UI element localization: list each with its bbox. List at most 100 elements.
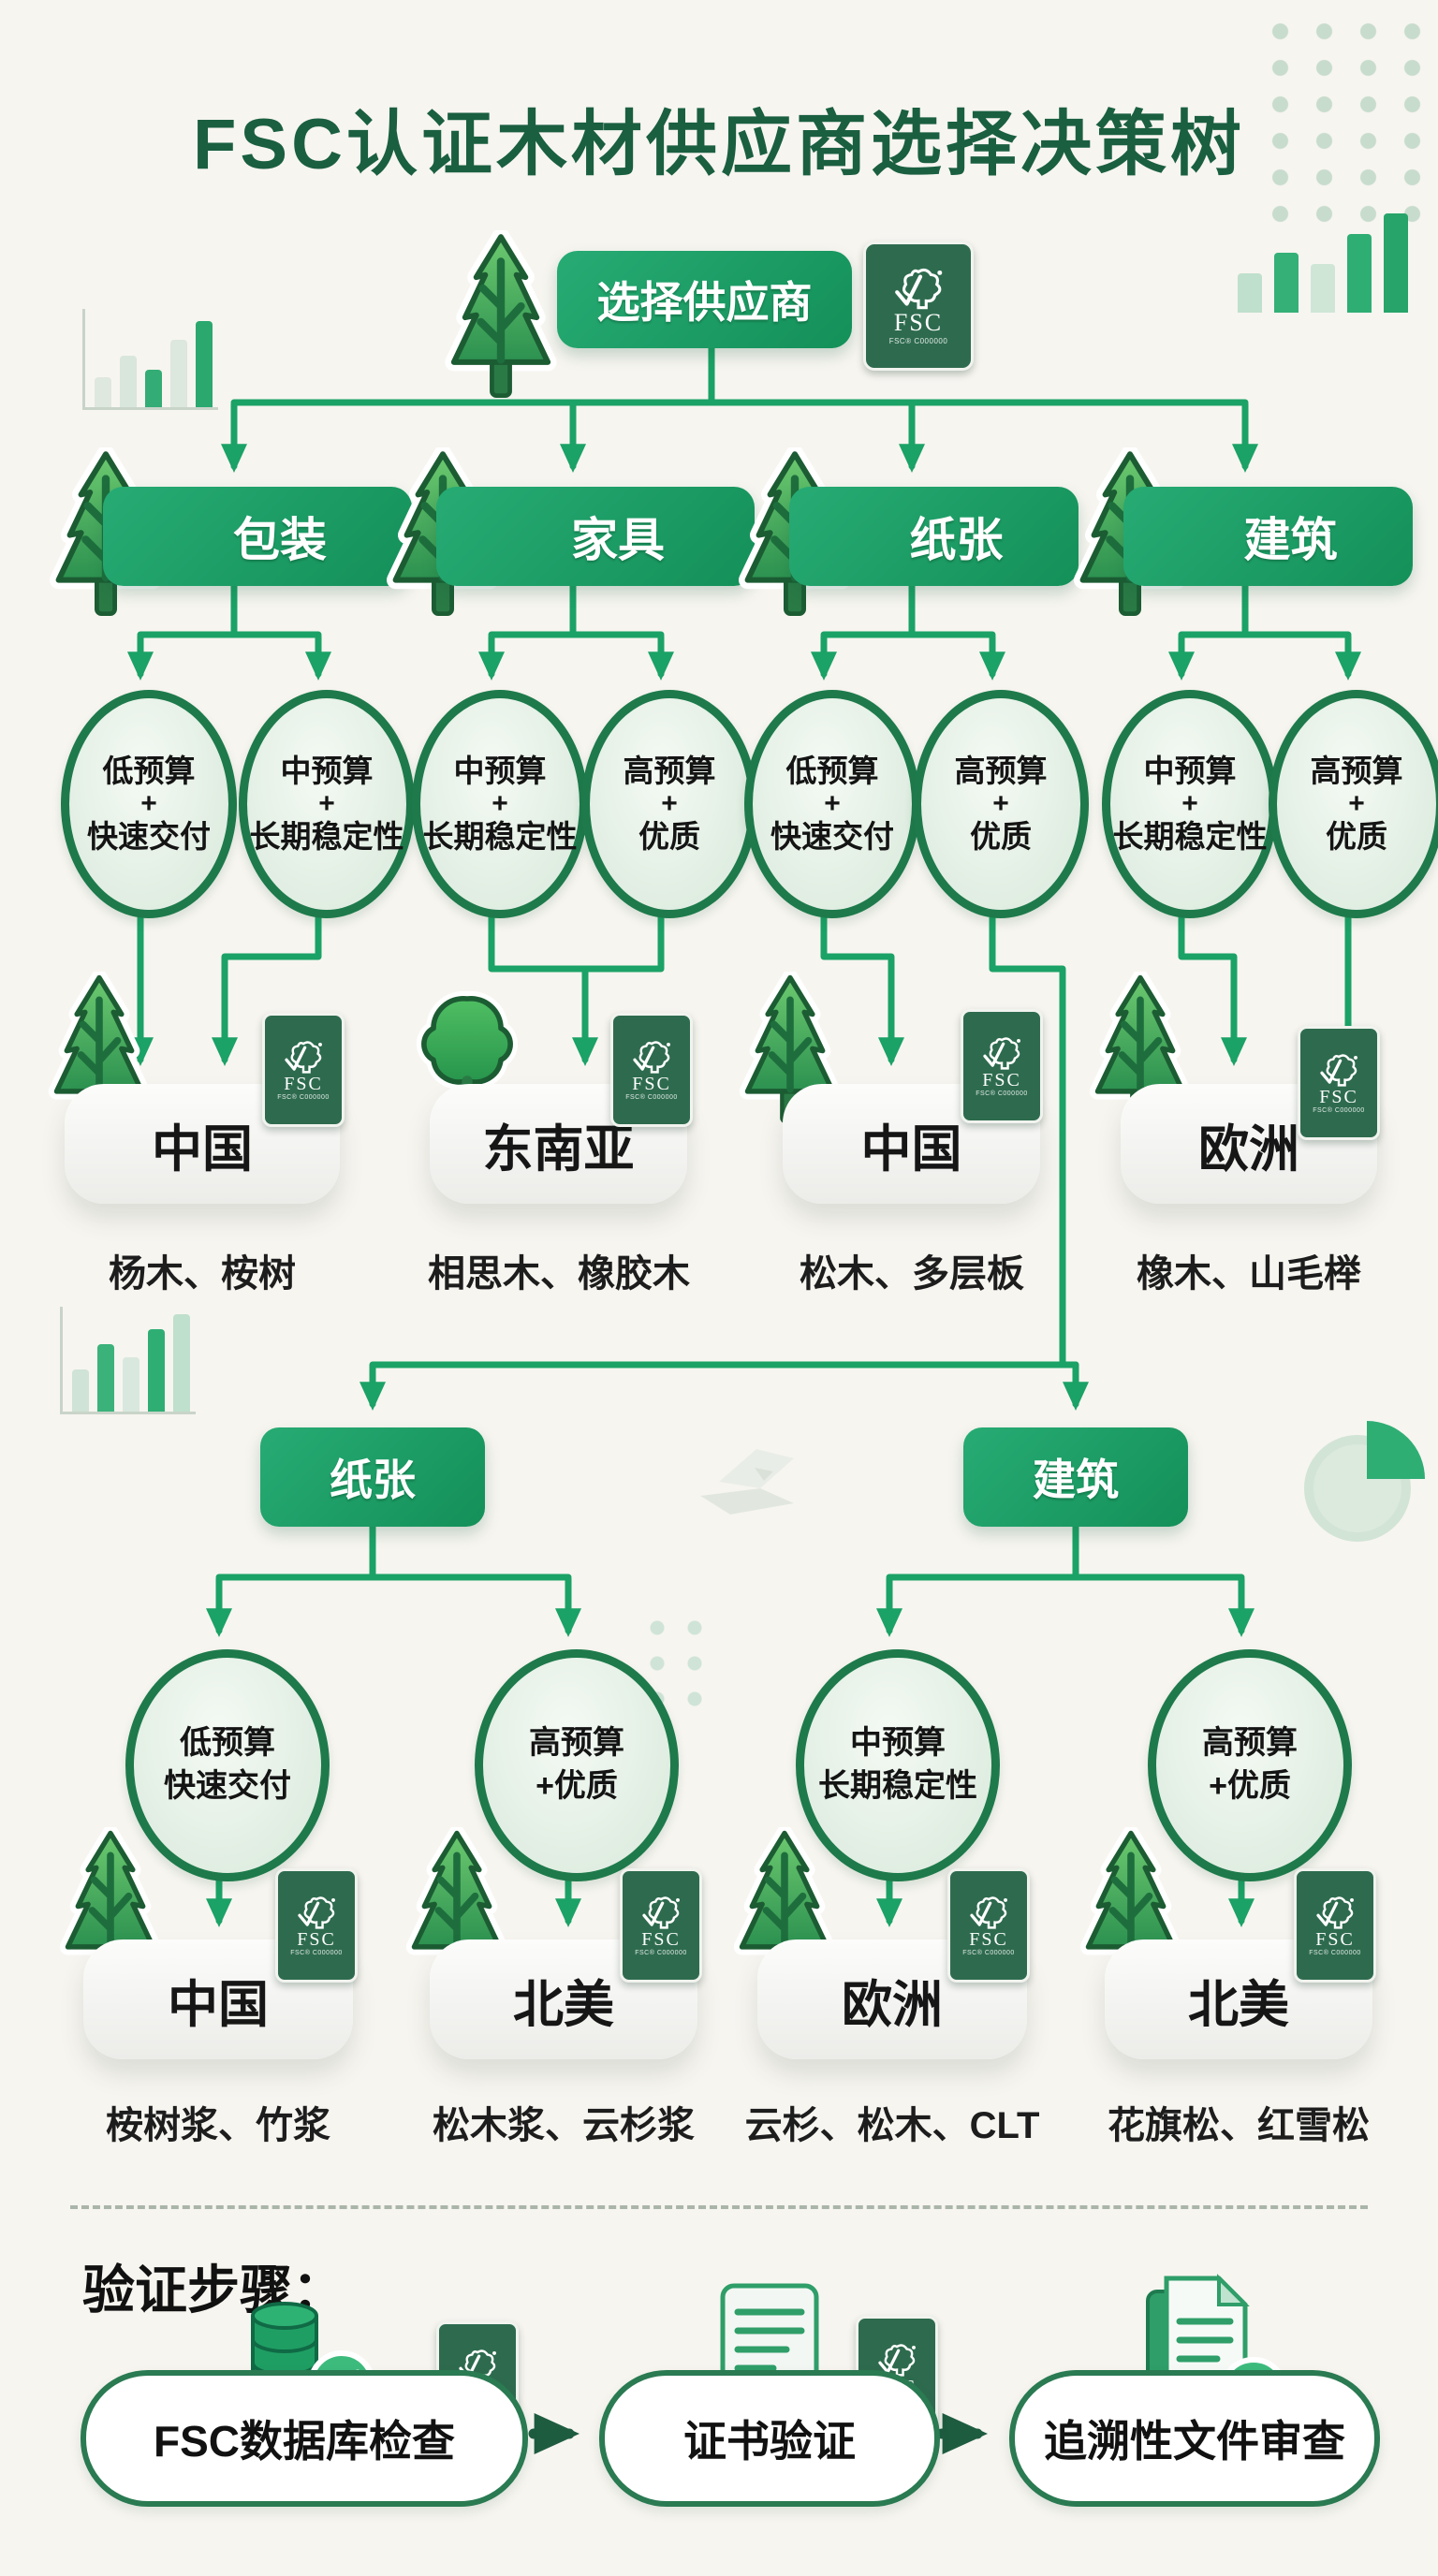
fsc-brand: FSC (632, 1073, 671, 1094)
species-label: 松木浆、云杉浆 (433, 2105, 695, 2146)
stage2-category-construction: 建筑 (963, 1427, 1188, 1527)
fsc-badge: FSC FSC® C000000 (610, 1013, 693, 1127)
fsc-brand: FSC (1315, 1928, 1355, 1950)
species-label: 橡木、山毛榉 (1137, 1253, 1361, 1295)
criteria-circle: 中预算 + 长期稳定性 (239, 690, 415, 918)
step-label: 证书验证 (683, 2417, 856, 2466)
criteria-line: 长期稳定性 (1112, 819, 1268, 854)
criteria-circle: 高预算 +优质 (1148, 1649, 1352, 1881)
species-label: 杨木、桉树 (109, 1253, 296, 1295)
step-label: 追溯性文件审查 (1044, 2417, 1345, 2466)
fsc-logo-icon (1313, 1895, 1357, 1929)
fsc-license: FSC® C000000 (976, 1090, 1028, 1097)
category-label: 家具 (571, 514, 665, 566)
fsc-badge: FSC FSC® C000000 (961, 1009, 1043, 1123)
fsc-logo-icon (967, 1895, 1010, 1929)
criteria-line: +优质 (536, 1768, 618, 1804)
criteria-plus: + (1348, 788, 1365, 819)
fsc-brand: FSC (297, 1928, 336, 1950)
deco-pie-chart (1304, 1421, 1425, 1542)
region-label: 东南亚 (482, 1120, 635, 1178)
criteria-line: 高预算 (1202, 1725, 1298, 1762)
criteria-line: 快速交付 (87, 819, 211, 854)
result-box: 中国 (783, 1084, 1040, 1204)
fsc-badge: FSC FSC® C000000 (1298, 1026, 1380, 1140)
category-label: 纸张 (909, 514, 1004, 566)
fsc-badge: FSC FSC® C000000 (262, 1013, 345, 1127)
criteria-line: 长期稳定性 (422, 819, 578, 854)
deco-bar-chart (1238, 208, 1408, 313)
category-label: 建筑 (1033, 1456, 1119, 1504)
species-label: 相思木、橡胶木 (428, 1253, 690, 1295)
fsc-badge: FSC FSC® C000000 (863, 242, 974, 371)
species-label: 桉树浆、竹浆 (106, 2105, 330, 2146)
fsc-license: FSC® C000000 (888, 336, 948, 345)
criteria-line: 高预算 (954, 753, 1048, 788)
fsc-badge: FSC FSC® C000000 (620, 1868, 702, 1983)
category-label: 包装 (233, 514, 327, 566)
criteria-line: 快速交付 (164, 1768, 291, 1804)
category-box-packaging: 包装 (103, 487, 412, 586)
stage2-category-paper: 纸张 (260, 1427, 485, 1527)
criteria-line: 优质 (638, 819, 700, 854)
divider-dashed (70, 2205, 1368, 2209)
fsc-brand: FSC (893, 309, 944, 337)
criteria-line: 高预算 (529, 1725, 624, 1762)
region-label: 中国 (152, 1120, 253, 1178)
deco-bar-chart (60, 1307, 196, 1414)
result-box: 北美 (430, 1939, 697, 2059)
criteria-circle: 高预算 + 优质 (913, 690, 1089, 918)
fsc-brand: FSC (284, 1073, 323, 1094)
fsc-brand: FSC (982, 1069, 1021, 1090)
species-label: 云杉、松木、CLT (744, 2105, 1040, 2146)
fsc-badge: FSC FSC® C000000 (1294, 1868, 1376, 1983)
fsc-license: FSC® C000000 (625, 1093, 678, 1101)
category-box-furniture: 家具 (436, 487, 755, 586)
deco-bar-chart (82, 309, 218, 410)
page-title: FSC认证木材供应商选择决策树 (193, 105, 1245, 184)
fsc-license: FSC® C000000 (1313, 1106, 1365, 1114)
category-label: 建筑 (1243, 514, 1338, 566)
criteria-circle: 中预算 长期稳定性 (796, 1649, 1000, 1881)
fsc-logo-icon (639, 1895, 682, 1929)
criteria-circle: 中预算 + 长期稳定性 (412, 690, 588, 918)
criteria-line: 长期稳定性 (818, 1768, 977, 1804)
criteria-plus: + (140, 788, 157, 819)
root-node: 选择供应商 (557, 251, 852, 348)
fsc-logo-icon (891, 267, 946, 310)
root-tree-icon (440, 230, 562, 403)
criteria-circle: 低预算 + 快速交付 (61, 690, 237, 918)
criteria-line: 低预算 (180, 1725, 275, 1762)
category-box-construction: 建筑 (1123, 487, 1413, 586)
criteria-line: +优质 (1209, 1768, 1291, 1804)
criteria-line: 优质 (970, 819, 1032, 854)
fsc-logo-icon (1317, 1053, 1360, 1087)
fsc-logo-icon (980, 1036, 1023, 1070)
criteria-line: 低预算 (102, 753, 196, 788)
fsc-logo-icon (282, 1040, 325, 1074)
region-label: 欧洲 (1198, 1120, 1299, 1178)
step-label: FSC数据库检查 (154, 2417, 455, 2466)
criteria-plus: + (992, 788, 1009, 819)
fsc-license: FSC® C000000 (962, 1949, 1015, 1956)
fsc-license: FSC® C000000 (635, 1949, 687, 1956)
deco-laptop-shape (700, 1449, 794, 1515)
fsc-license: FSC® C000000 (277, 1093, 330, 1101)
deco-dot-grid (1258, 13, 1438, 227)
fsc-license: FSC® C000000 (290, 1949, 343, 1956)
criteria-line: 中预算 (280, 753, 374, 788)
verification-step-pill: 证书验证 (599, 2370, 940, 2507)
fsc-badge: FSC FSC® C000000 (947, 1868, 1030, 1983)
category-label: 纸张 (330, 1456, 416, 1504)
region-label: 北美 (513, 1976, 614, 2033)
criteria-plus: + (824, 788, 841, 819)
fsc-brand: FSC (1319, 1086, 1358, 1107)
criteria-line: 中预算 (453, 753, 547, 788)
criteria-circle: 高预算 +优质 (475, 1649, 679, 1881)
criteria-plus: + (661, 788, 678, 819)
region-label: 中国 (860, 1120, 962, 1178)
region-label: 欧洲 (842, 1976, 943, 2033)
criteria-circle: 低预算 快速交付 (125, 1649, 330, 1881)
result-box: 欧洲 (757, 1939, 1027, 2059)
fsc-logo-icon (630, 1040, 673, 1074)
